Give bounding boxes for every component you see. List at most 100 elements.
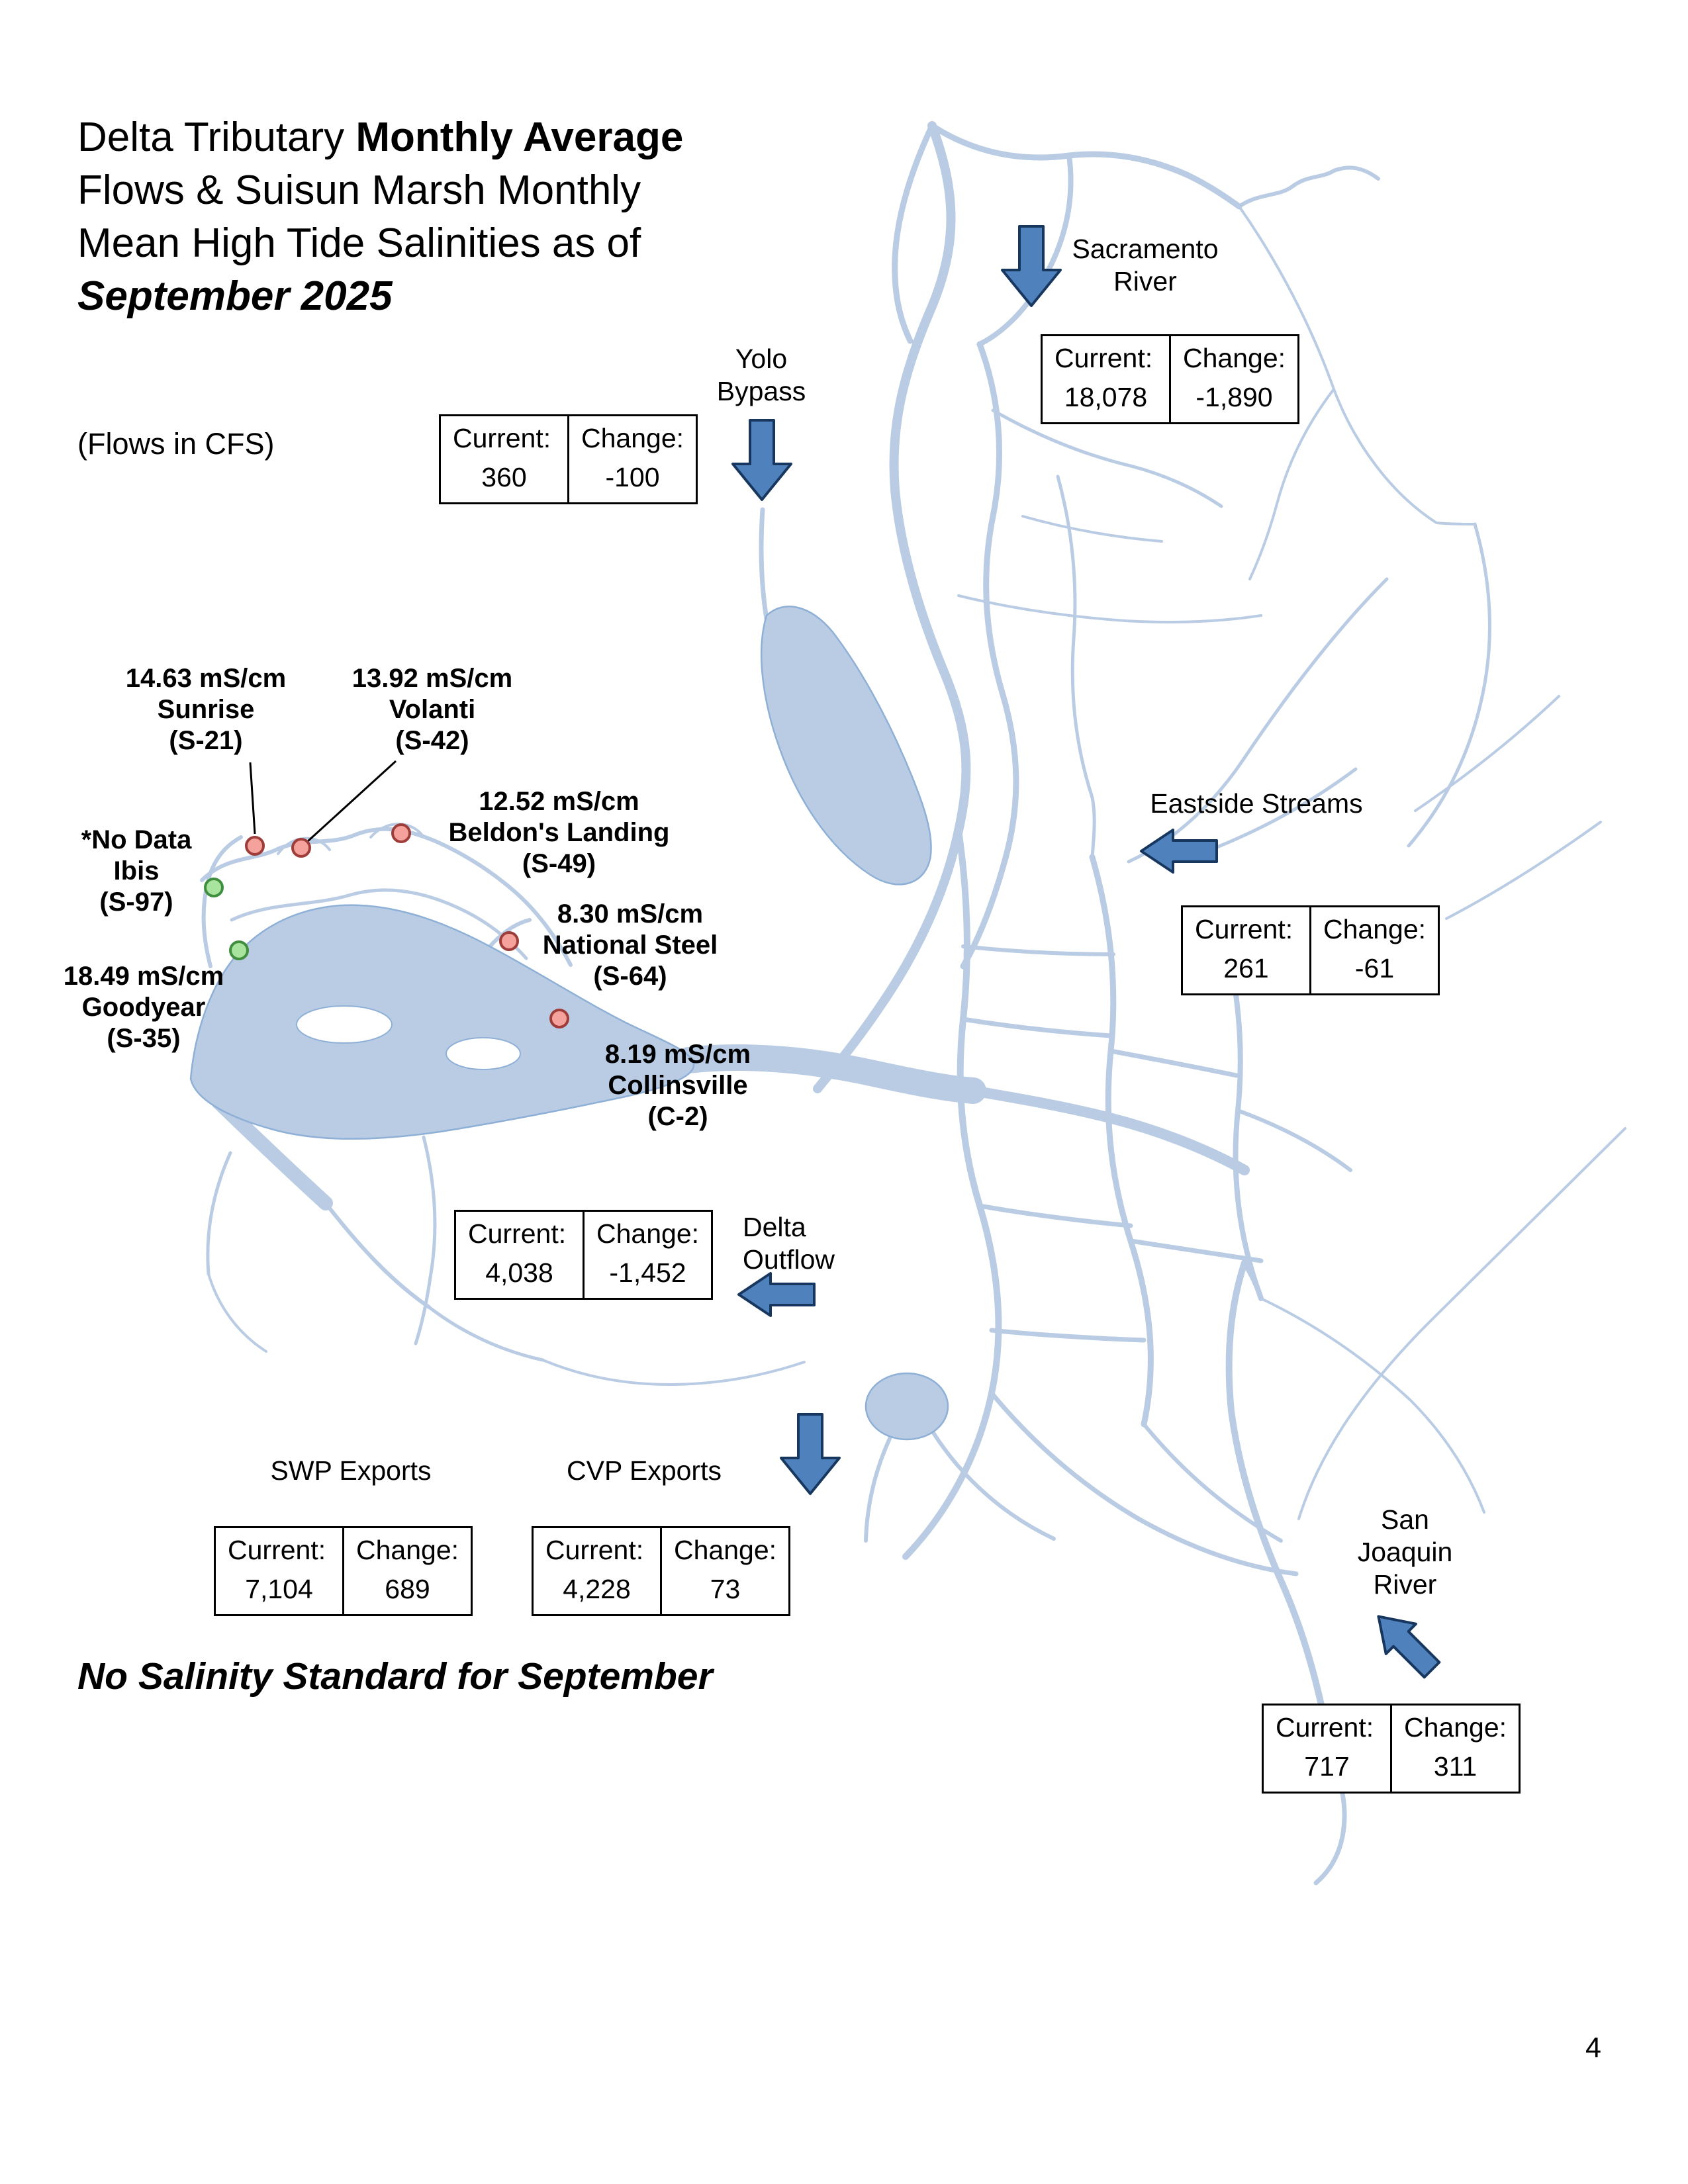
change-header: Change: (581, 423, 684, 453)
label-line: Yolo (735, 343, 788, 374)
title-line-4: September 2025 (77, 273, 393, 319)
current-value: 360 (481, 462, 527, 492)
station-dot-volanti (291, 838, 311, 858)
suisun-bay (189, 904, 695, 1140)
change-header: Change: (1323, 914, 1427, 944)
current-value: 18,078 (1064, 382, 1148, 412)
station-dot-ibis (204, 878, 224, 897)
eastside-streams-label: Eastside Streams (1144, 788, 1369, 820)
current-cell: Current: 4,038 (454, 1210, 585, 1300)
swp-exports-label: SWP Exports (252, 1455, 450, 1487)
current-value: 4,228 (563, 1574, 631, 1604)
volanti-connector-line (306, 760, 397, 843)
change-value: -1,890 (1196, 382, 1273, 412)
salinity-station-label-collinsville: 8.19 mS/cm Collinsville (C-2) (565, 1039, 790, 1132)
station-code: (S-21) (169, 726, 243, 755)
swp-exports-table: Current: 7,104 Change: 689 (214, 1526, 473, 1616)
current-cell: Current: 7,104 (214, 1526, 344, 1616)
station-code: (S-42) (395, 726, 469, 755)
sacramento-river-label: Sacramento River (1053, 233, 1238, 298)
current-header: Current: (1195, 914, 1293, 944)
title-line-2: Flows & Suisun Marsh Monthly (77, 167, 641, 213)
station-name: Beldon's Landing (448, 818, 670, 847)
san-joaquin-flow-arrow-icon (1377, 1615, 1441, 1679)
station-reading: 13.92 mS/cm (352, 664, 513, 693)
salinity-station-label-volanti: 13.92 mS/cm Volanti (S-42) (326, 663, 539, 756)
change-value: -100 (605, 462, 660, 492)
station-reading: 14.63 mS/cm (125, 664, 287, 693)
change-value: 311 (1433, 1751, 1477, 1782)
station-reading: 12.52 mS/cm (479, 787, 639, 816)
station-name: Sunrise (157, 695, 255, 724)
current-header: Current: (453, 423, 551, 453)
station-code: (S-49) (522, 849, 596, 878)
label-line: River (1373, 1569, 1437, 1600)
title-line-3: Mean High Tide Salinities as of (77, 220, 641, 266)
change-cell: Change: 689 (342, 1526, 473, 1616)
page-title: Delta Tributary Monthly Average Flows & … (77, 111, 819, 323)
title-normal: Delta Tributary (77, 114, 356, 160)
label-line: SWP Exports (270, 1455, 432, 1486)
label-line: Outflow (743, 1244, 835, 1275)
station-reading: *No Data (81, 825, 192, 854)
change-cell: Change: 73 (660, 1526, 790, 1616)
station-reading: 18.49 mS/cm (63, 962, 224, 991)
current-cell: Current: 261 (1181, 905, 1311, 995)
change-header: Change: (356, 1535, 459, 1565)
san-joaquin-river-label: San Joaquin River (1324, 1504, 1486, 1601)
label-line: Eastside Streams (1150, 788, 1363, 819)
label-line: CVP Exports (567, 1455, 722, 1486)
station-dot-sunrise (245, 836, 265, 856)
current-header: Current: (228, 1535, 326, 1565)
current-value: 261 (1223, 953, 1269, 983)
sacramento-river-flow-arrow-icon (1001, 225, 1062, 307)
current-header: Current: (1055, 343, 1153, 373)
map-water-bodies (189, 606, 949, 1441)
salinity-station-label-beldons-landing: 12.52 mS/cm Beldon's Landing (S-49) (418, 786, 700, 880)
clifton-court-forebay (865, 1372, 949, 1441)
label-line: Bypass (716, 376, 806, 406)
salinity-station-label-goodyear: 18.49 mS/cm Goodyear (S-35) (37, 961, 250, 1054)
label-line: Delta (743, 1212, 806, 1242)
station-name: National Steel (542, 931, 718, 960)
title-bold: Monthly Average (355, 114, 684, 160)
change-cell: Change: -100 (567, 414, 698, 504)
label-line: River (1113, 266, 1177, 296)
station-reading: 8.30 mS/cm (557, 899, 704, 929)
yolo-bypass-label: Yolo Bypass (682, 343, 841, 408)
change-value: 73 (710, 1574, 741, 1604)
flows-unit-note: (Flows in CFS) (77, 427, 275, 461)
station-name: Volanti (389, 695, 476, 724)
change-header: Change: (1404, 1712, 1507, 1743)
current-header: Current: (468, 1218, 567, 1249)
change-header: Change: (596, 1218, 700, 1249)
current-cell: Current: 360 (439, 414, 569, 504)
yolo-bypass-table: Current: 360 Change: -100 (439, 414, 698, 504)
current-value: 7,104 (245, 1574, 313, 1604)
san-joaquin-river-table: Current: 717 Change: 311 (1262, 1704, 1521, 1794)
eastside-streams-flow-arrow-icon (1140, 829, 1218, 874)
station-connector-lines (249, 760, 397, 843)
station-code: (S-35) (107, 1024, 181, 1053)
station-name: Ibis (113, 856, 160, 886)
title-line-1: Delta Tributary Monthly Average (77, 111, 819, 164)
station-dot-goodyear (229, 940, 249, 960)
current-header: Current: (1276, 1712, 1374, 1743)
label-line: Sacramento (1072, 234, 1219, 264)
cvp-exports-flow-arrow-icon (780, 1413, 841, 1495)
current-header: Current: (545, 1535, 644, 1565)
change-value: -61 (1354, 953, 1395, 983)
yolo-bypass-flow-arrow-icon (731, 419, 792, 501)
station-code: (C-2) (647, 1102, 708, 1131)
label-line: Joaquin (1357, 1537, 1453, 1567)
change-value: -1,452 (609, 1257, 686, 1288)
station-code: (S-97) (99, 887, 173, 917)
station-reading: 8.19 mS/cm (604, 1040, 751, 1069)
delta-outflow-table: Current: 4,038 Change: -1,452 (454, 1210, 713, 1300)
current-cell: Current: 4,228 (532, 1526, 662, 1616)
change-cell: Change: -61 (1309, 905, 1440, 995)
station-dot-collinsville (549, 1009, 569, 1028)
station-dot-beldons-landing (391, 823, 411, 843)
current-value: 4,038 (485, 1257, 553, 1288)
